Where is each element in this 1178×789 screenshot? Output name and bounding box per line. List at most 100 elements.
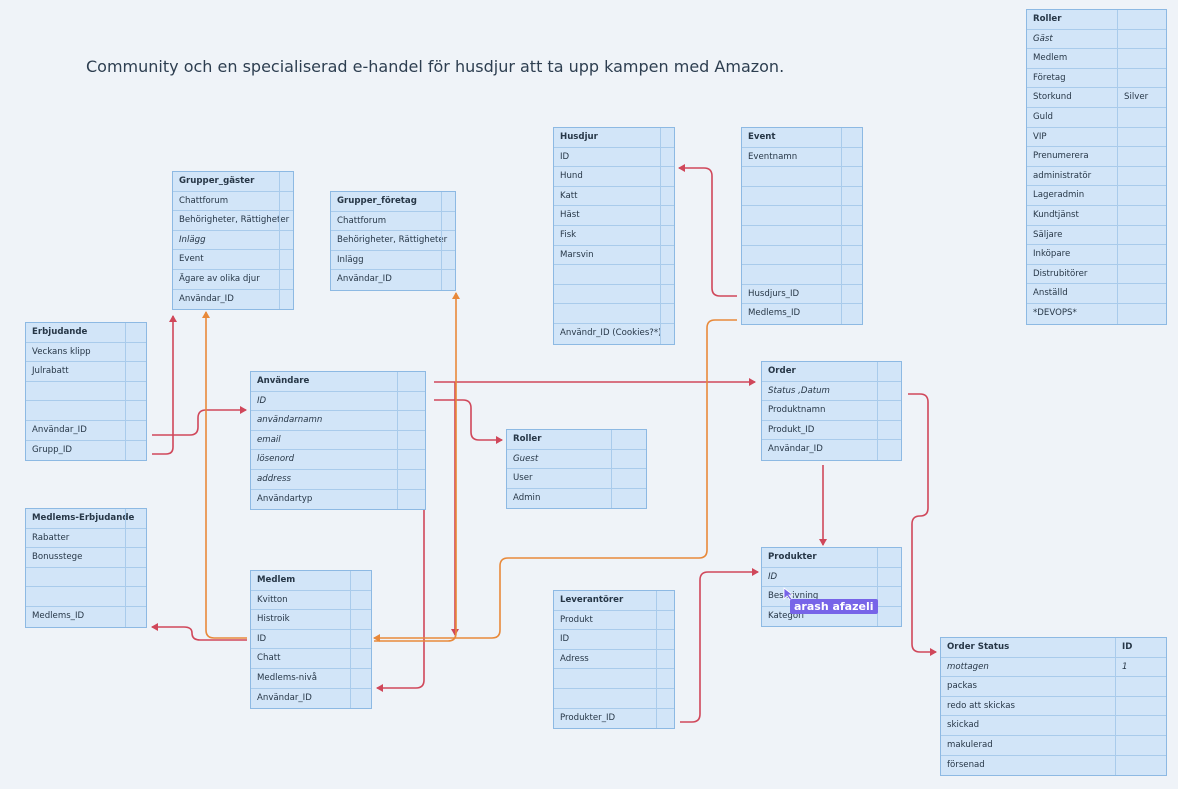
- table-header[interactable]: Event: [742, 128, 862, 148]
- table-row[interactable]: Inköpare: [1027, 245, 1166, 265]
- relation-connector[interactable]: [434, 399, 503, 444]
- table-row[interactable]: skickad: [941, 716, 1166, 736]
- table-row[interactable]: Katt: [554, 186, 674, 207]
- table-row[interactable]: [26, 567, 146, 588]
- table-row[interactable]: Distrubitörer: [1027, 264, 1166, 285]
- table-row[interactable]: användarnamn: [251, 411, 425, 431]
- table-row[interactable]: Produkt: [554, 610, 674, 631]
- relation-connector[interactable]: [152, 406, 247, 436]
- table-header[interactable]: Leverantörer: [554, 591, 674, 611]
- table-row[interactable]: email: [251, 430, 425, 451]
- table-row[interactable]: Inlägg: [173, 230, 293, 251]
- table-row[interactable]: [742, 167, 862, 187]
- table-row[interactable]: Prenumerera: [1027, 147, 1166, 167]
- table-header[interactable]: Medlems-Erbjudande: [26, 509, 146, 529]
- table-row[interactable]: Användar_ID: [26, 420, 146, 441]
- table-row[interactable]: [742, 245, 862, 266]
- table-row[interactable]: Häst: [554, 206, 674, 226]
- table-row[interactable]: [26, 381, 146, 402]
- table-row[interactable]: Medlem: [1027, 49, 1166, 69]
- table-row[interactable]: ID: [251, 391, 425, 412]
- table-row[interactable]: [554, 669, 674, 689]
- table-row[interactable]: Inlägg: [331, 250, 455, 271]
- relation-connector[interactable]: [202, 311, 247, 639]
- table-row[interactable]: Behörigheter, Rättigheter: [331, 231, 455, 251]
- table-row[interactable]: Admin: [507, 488, 646, 509]
- table-row[interactable]: Ägare av olika djur: [173, 269, 293, 290]
- table-row[interactable]: Användar_ID: [251, 688, 371, 709]
- table-row[interactable]: Kvitton: [251, 590, 371, 611]
- table-row[interactable]: Fisk: [554, 225, 674, 246]
- table-row[interactable]: Användar_ID: [331, 270, 455, 290]
- table-row[interactable]: [26, 401, 146, 421]
- table-row[interactable]: Veckans klipp: [26, 342, 146, 363]
- table-header[interactable]: Husdjur: [554, 128, 674, 148]
- table-header[interactable]: Grupper_gäster: [173, 172, 293, 192]
- table-header[interactable]: Medlem: [251, 571, 371, 591]
- table-row[interactable]: makulerad: [941, 735, 1166, 756]
- table-row[interactable]: lösenord: [251, 450, 425, 470]
- table-row[interactable]: Guest: [507, 449, 646, 470]
- table-row[interactable]: Säljare: [1027, 225, 1166, 246]
- table-row[interactable]: [554, 284, 674, 305]
- table-row[interactable]: Företag: [1027, 68, 1166, 89]
- table-row[interactable]: Kundtjänst: [1027, 205, 1166, 226]
- table-row[interactable]: administratör: [1027, 166, 1166, 187]
- table-row[interactable]: ID: [762, 567, 901, 588]
- table-row[interactable]: [554, 265, 674, 285]
- table-row[interactable]: Chatt: [251, 649, 371, 669]
- relation-connector[interactable]: [374, 292, 460, 642]
- relation-connector[interactable]: [376, 412, 425, 692]
- table-row[interactable]: Rabatter: [26, 528, 146, 549]
- table-row[interactable]: Lageradmin: [1027, 186, 1166, 206]
- table-header[interactable]: Erbjudande: [26, 323, 146, 343]
- table-row[interactable]: ID: [251, 629, 371, 650]
- table-row[interactable]: [742, 186, 862, 207]
- table-row[interactable]: Hund: [554, 167, 674, 187]
- table-row[interactable]: Anställd: [1027, 284, 1166, 304]
- relation-connector[interactable]: [908, 393, 937, 656]
- relation-connector[interactable]: [373, 319, 737, 642]
- table-header[interactable]: Grupper_företag: [331, 192, 455, 212]
- table-row[interactable]: Användartyp: [251, 489, 425, 510]
- table-header[interactable]: Order: [762, 362, 901, 382]
- table-row[interactable]: Produktnamn: [762, 401, 901, 421]
- table-row[interactable]: [742, 265, 862, 285]
- table-row[interactable]: Medlems-nivå: [251, 668, 371, 689]
- table-row[interactable]: Grupp_ID: [26, 440, 146, 461]
- table-row[interactable]: Kategori: [762, 606, 901, 627]
- table-row[interactable]: Produkt_ID: [762, 420, 901, 441]
- table-row[interactable]: ID: [554, 630, 674, 650]
- table-row[interactable]: Gäst: [1027, 29, 1166, 50]
- table-row[interactable]: VIP: [1027, 127, 1166, 148]
- table-row[interactable]: Medlems_ID: [26, 606, 146, 627]
- table-header[interactable]: Produkter: [762, 548, 901, 568]
- table-row[interactable]: Behörigheter, Rättigheter: [173, 211, 293, 231]
- table-row[interactable]: Adress: [554, 649, 674, 670]
- table-row[interactable]: Eventnamn: [742, 147, 862, 168]
- table-row[interactable]: Event: [173, 250, 293, 270]
- table-row[interactable]: Chattforum: [173, 191, 293, 212]
- table-row[interactable]: [742, 225, 862, 246]
- table-row[interactable]: [554, 688, 674, 709]
- table-row[interactable]: Användar_ID: [762, 440, 901, 460]
- table-row[interactable]: Användar_ID: [173, 289, 293, 310]
- table-row[interactable]: address: [251, 469, 425, 490]
- table-row[interactable]: *DEVOPS*: [1027, 303, 1166, 324]
- table-row[interactable]: [554, 304, 674, 324]
